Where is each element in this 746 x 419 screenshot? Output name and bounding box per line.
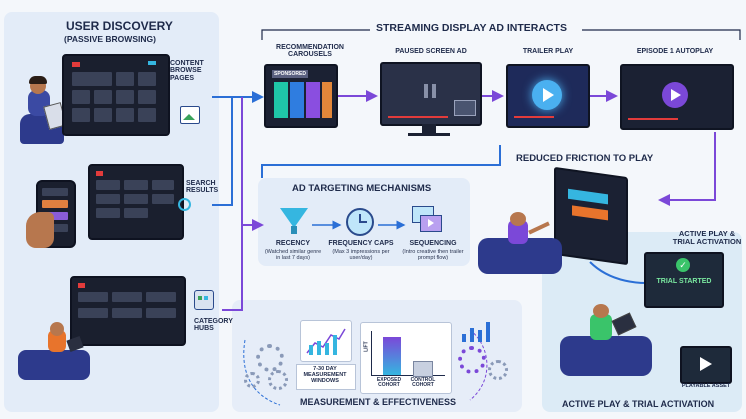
discovery-subtitle: (PASSIVE BROWSING) [64, 34, 156, 44]
carousel-screen: SPONSORED [264, 64, 338, 128]
active-footer: ACTIVE PLAY & TRIAL ACTIVATION [562, 399, 715, 409]
frequency-desc: (Max 3 impressions per user/day) [332, 249, 390, 262]
category-hub-icon [194, 290, 214, 310]
measurement-windows-label: 7-30 DAY MEASUREMENT WINDOWS [303, 366, 347, 384]
category-hubs-label: CATEGORY HUBS [194, 318, 233, 333]
play-icon [662, 82, 688, 108]
trailer-screen [506, 64, 590, 128]
person-couch-icon [18, 322, 92, 382]
category-hubs-tv [70, 276, 186, 346]
exposed-cohort-label: EXPOSED COHORT [376, 377, 402, 389]
frequency-title: FREQUENCY CAPS [328, 240, 394, 247]
discovery-title: USER DISCOVERY [66, 19, 173, 33]
measurement-title: MEASUREMENT & EFFECTIVENESS [300, 397, 457, 407]
person-browsing-icon [14, 74, 69, 146]
gear-icon [268, 370, 288, 390]
hand-icon [26, 212, 54, 248]
sequence-icon [412, 206, 442, 232]
funnel-icon [280, 208, 308, 228]
recency-title: RECENCY [275, 240, 311, 247]
search-results-label: SEARCH RESULTS [186, 180, 219, 195]
content-browse-label: CONTENT BROWSE PAGES [170, 60, 204, 82]
friction-title: REDUCED FRICTION TO PLAY [516, 153, 654, 164]
playable-asset-label: PLAYABLE ASSET [681, 383, 731, 389]
search-results-monitor [88, 164, 184, 240]
trend-chart-card [300, 320, 352, 362]
living-room-tv [554, 166, 628, 266]
play-icon [700, 357, 712, 371]
clock-icon [346, 208, 374, 236]
step-label-carousels: RECOMMENDATION CAROUSELS [276, 44, 344, 59]
exposed-bar [383, 337, 401, 375]
step-label-paused: PAUSED SCREEN AD [395, 48, 467, 55]
content-browse-monitor [62, 54, 170, 136]
control-cohort-label: CONTROL COHORT [410, 377, 436, 389]
play-icon [532, 80, 562, 110]
lift-chart-card [360, 322, 452, 394]
growth-chart-icon [460, 318, 496, 344]
streaming-title: STREAMING DISPLAY AD INTERACTS [376, 22, 567, 34]
sponsored-tag: SPONSORED [272, 70, 308, 78]
autoplay-screen [620, 64, 734, 130]
check-icon: ✓ [676, 258, 690, 272]
trial-started-text: TRIAL STARTED [656, 278, 712, 285]
trial-started-tv: ✓ TRIAL STARTED [644, 252, 724, 308]
trend-line [306, 328, 346, 355]
active-heading: ACTIVE PLAY & TRIAL ACTIVATION [672, 229, 742, 246]
image-icon [180, 106, 200, 124]
paused-screen-tv [380, 62, 482, 126]
control-bar [413, 361, 433, 377]
playable-asset-card [680, 346, 732, 384]
gear-icon [256, 344, 284, 372]
step-label-autoplay: EPISODE 1 AUTOPLAY [636, 48, 714, 55]
gear-icon [458, 346, 486, 374]
viewer-couch-icon [478, 212, 564, 276]
viewer-tablet-couch-icon [560, 302, 656, 380]
lift-label: LIFT [363, 341, 370, 352]
sequencing-desc: (Intro creative then trailer prompt flow… [402, 249, 464, 262]
step-label-trailer: TRAILER PLAY [522, 48, 574, 55]
gear-icon [244, 372, 260, 388]
gear-icon [488, 360, 508, 380]
measurement-windows-card [296, 364, 356, 390]
recency-desc: (Watched similar genre in last 7 days) [264, 249, 322, 262]
sequencing-title: SEQUENCING [409, 240, 457, 247]
pause-icon [424, 84, 428, 98]
targeting-title: AD TARGETING MECHANISMS [292, 183, 432, 194]
search-icon [178, 198, 191, 211]
